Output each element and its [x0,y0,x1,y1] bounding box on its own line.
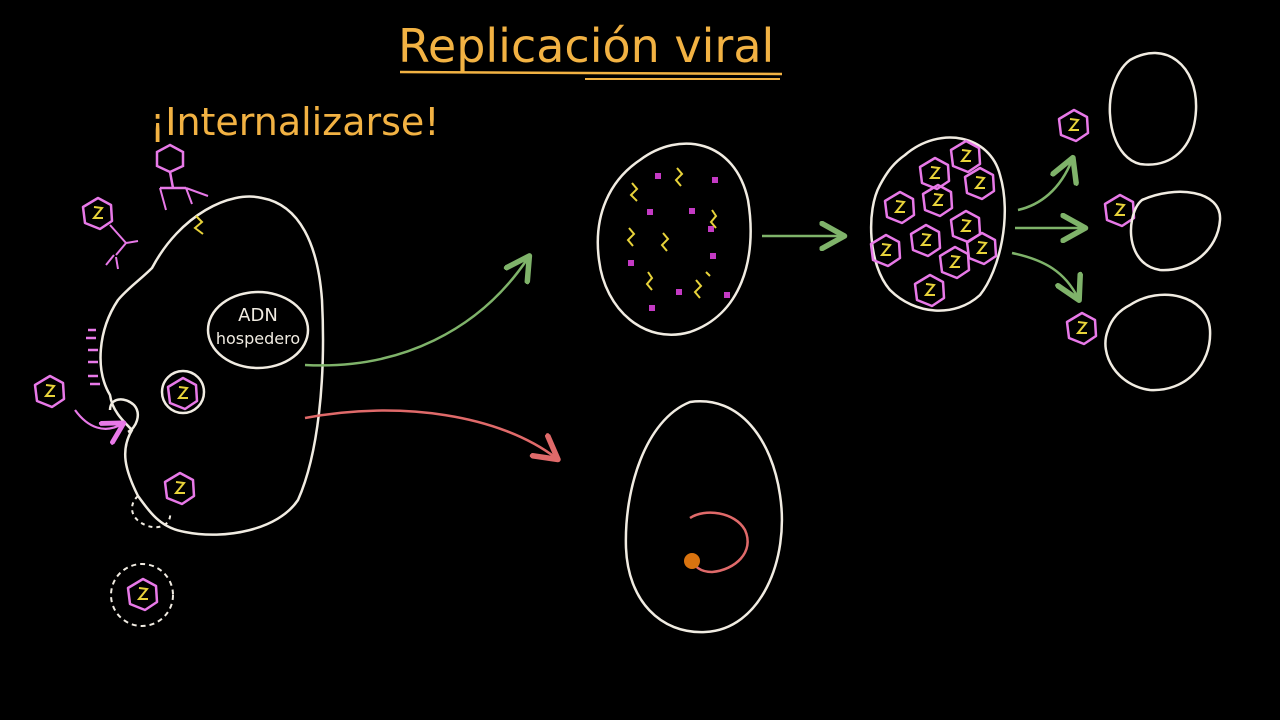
released-virus-2 [1103,193,1136,228]
release-arrow-up [1017,160,1072,212]
title-text: Replicación viral [398,19,774,73]
target-cell-1 [1108,51,1198,166]
target-cell-2 [1129,190,1222,272]
host-nucleus: ADN hospedero [206,290,310,370]
release-arrow-down [1011,251,1078,298]
title: Replicación viral [398,19,783,80]
integrated-viral-dna [689,511,749,574]
cell-replicating [596,142,752,336]
host-dna-label-line1: ADN [238,305,278,326]
released-virus-3 [1065,311,1098,346]
released-virion [110,563,174,627]
cell-lysogenic [624,400,784,634]
arrow-to-lytic [304,258,528,367]
integration-point [684,553,700,569]
host-cell [99,195,325,536]
target-cell-3 [1104,293,1212,392]
arrow-to-lysogenic [304,409,556,458]
virus-attached-left [81,196,139,270]
title-underline [399,70,783,76]
subtitle-internalize: ¡Internalizarse! [150,100,440,144]
entry-arrow [74,409,122,429]
virus-entering [33,374,66,409]
virus-internal [163,471,196,506]
endosome [160,369,206,415]
host-dna-label-line2: hospedero [216,329,300,348]
released-virus-1 [1057,108,1090,143]
membrane-receptors [86,328,100,386]
virus-attached-top [155,143,209,235]
cell-full-virions [869,136,1006,312]
